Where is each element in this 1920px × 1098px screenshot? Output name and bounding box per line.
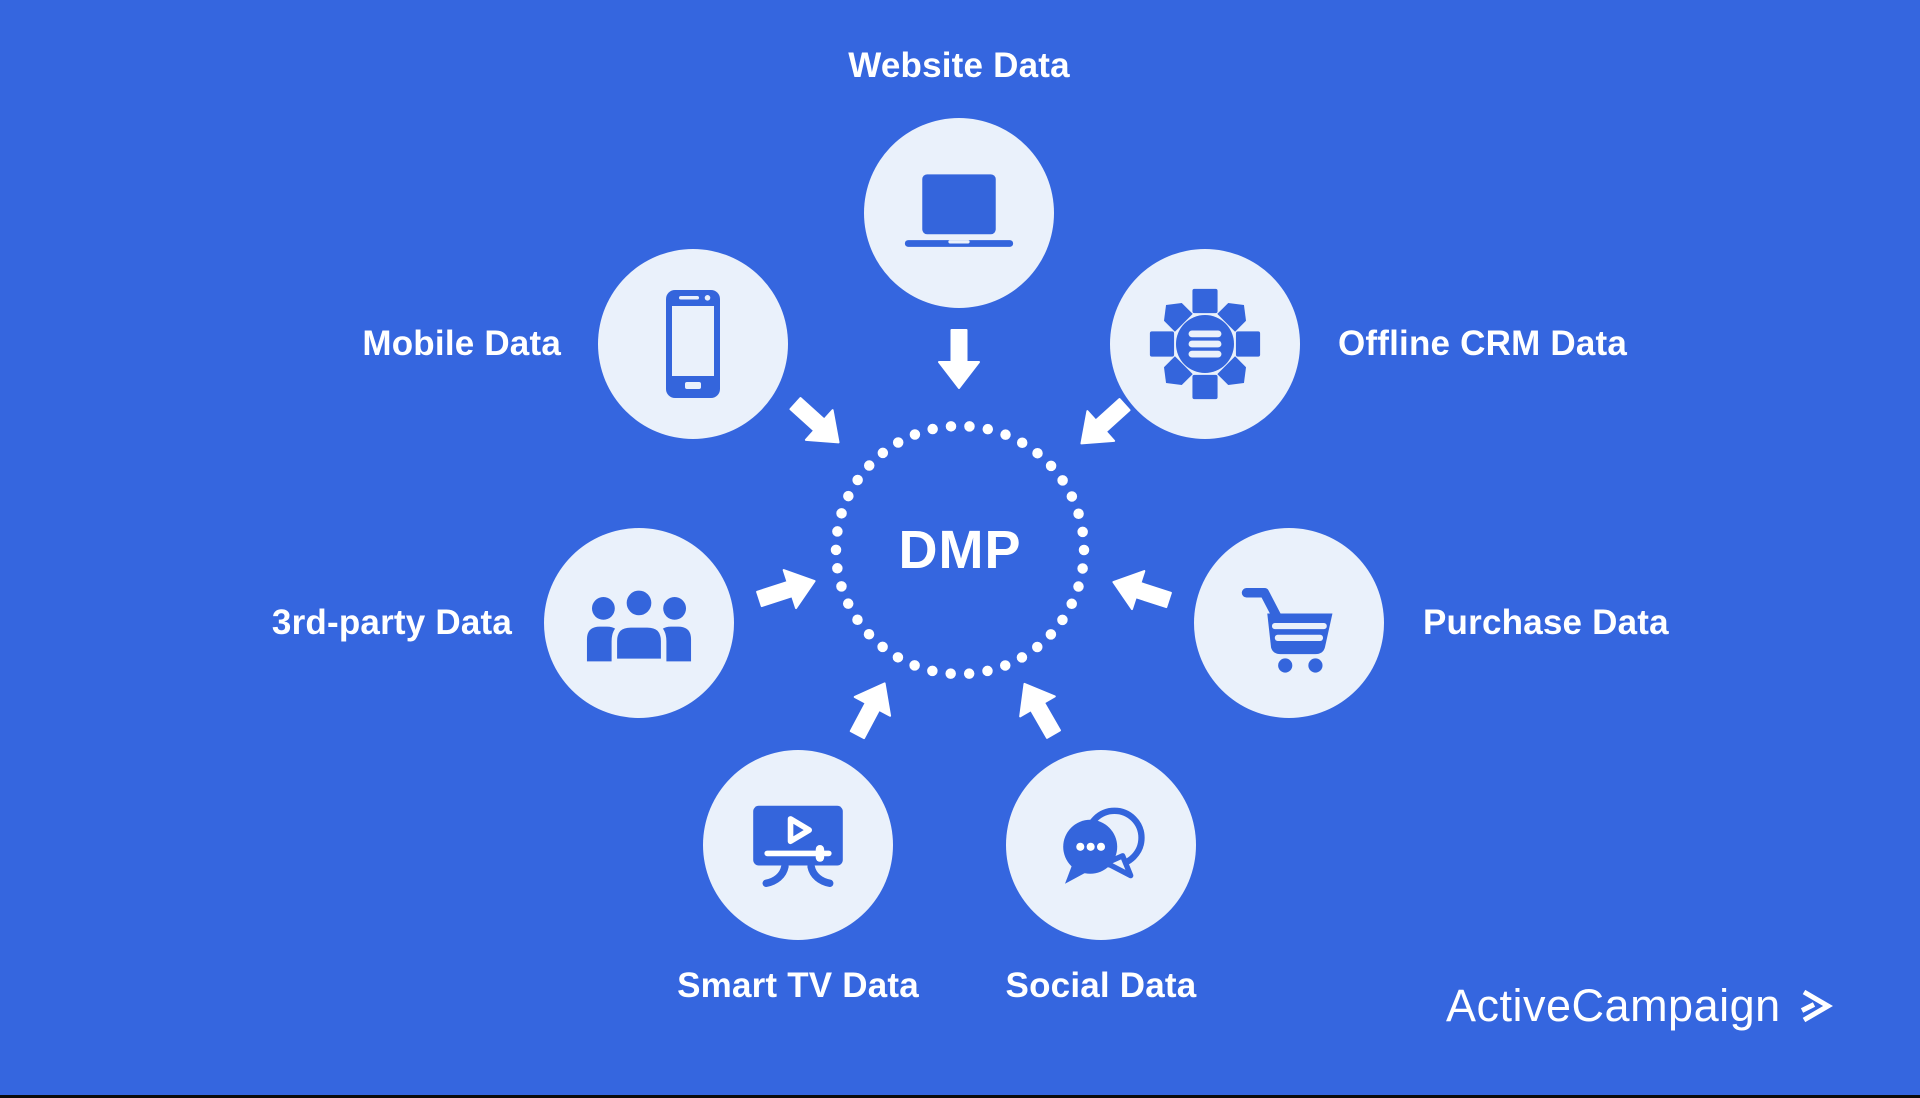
laptop-icon xyxy=(904,174,1014,247)
bottom-border xyxy=(0,1095,1920,1098)
smartphone-icon xyxy=(666,290,720,398)
node-circle-social xyxy=(1006,750,1196,940)
inbound-arrow-icon-mobile xyxy=(789,397,840,444)
node-circle-website xyxy=(864,118,1054,308)
node-label-purchase: Purchase Data xyxy=(1423,603,1669,642)
brand-logo: ActiveCampaign xyxy=(1446,978,1835,1034)
inbound-arrow-icon-website xyxy=(938,329,980,389)
brand-logo-text: ActiveCampaign xyxy=(1446,980,1781,1031)
node-circle-purchase xyxy=(1194,528,1384,718)
node-circle-offline-crm xyxy=(1110,249,1300,439)
shopping-cart-icon xyxy=(1241,588,1333,673)
double-chevron-right-icon xyxy=(1800,989,1833,1023)
node-label-mobile: Mobile Data xyxy=(362,324,561,363)
dmp-center-label: DMP xyxy=(898,520,1022,580)
inbound-arrow-icon-social xyxy=(1019,682,1061,739)
node-label-social: Social Data xyxy=(1005,966,1197,1005)
smart-tv-icon xyxy=(753,805,843,887)
chat-bubbles-icon xyxy=(1063,807,1145,884)
node-label-smart-tv: Smart TV Data xyxy=(677,966,919,1005)
node-circle-smart-tv xyxy=(703,750,893,940)
node-label-offline-crm: Offline CRM Data xyxy=(1338,324,1628,363)
node-circle-mobile xyxy=(598,249,788,439)
node-label-third-party: 3rd-party Data xyxy=(271,603,512,642)
gear-list-icon xyxy=(1149,288,1261,400)
node-label-website: Website Data xyxy=(848,46,1070,85)
inbound-arrow-icon-smart-tv xyxy=(849,682,892,740)
people-group-icon xyxy=(586,585,692,665)
node-circle-third-party xyxy=(544,528,734,718)
